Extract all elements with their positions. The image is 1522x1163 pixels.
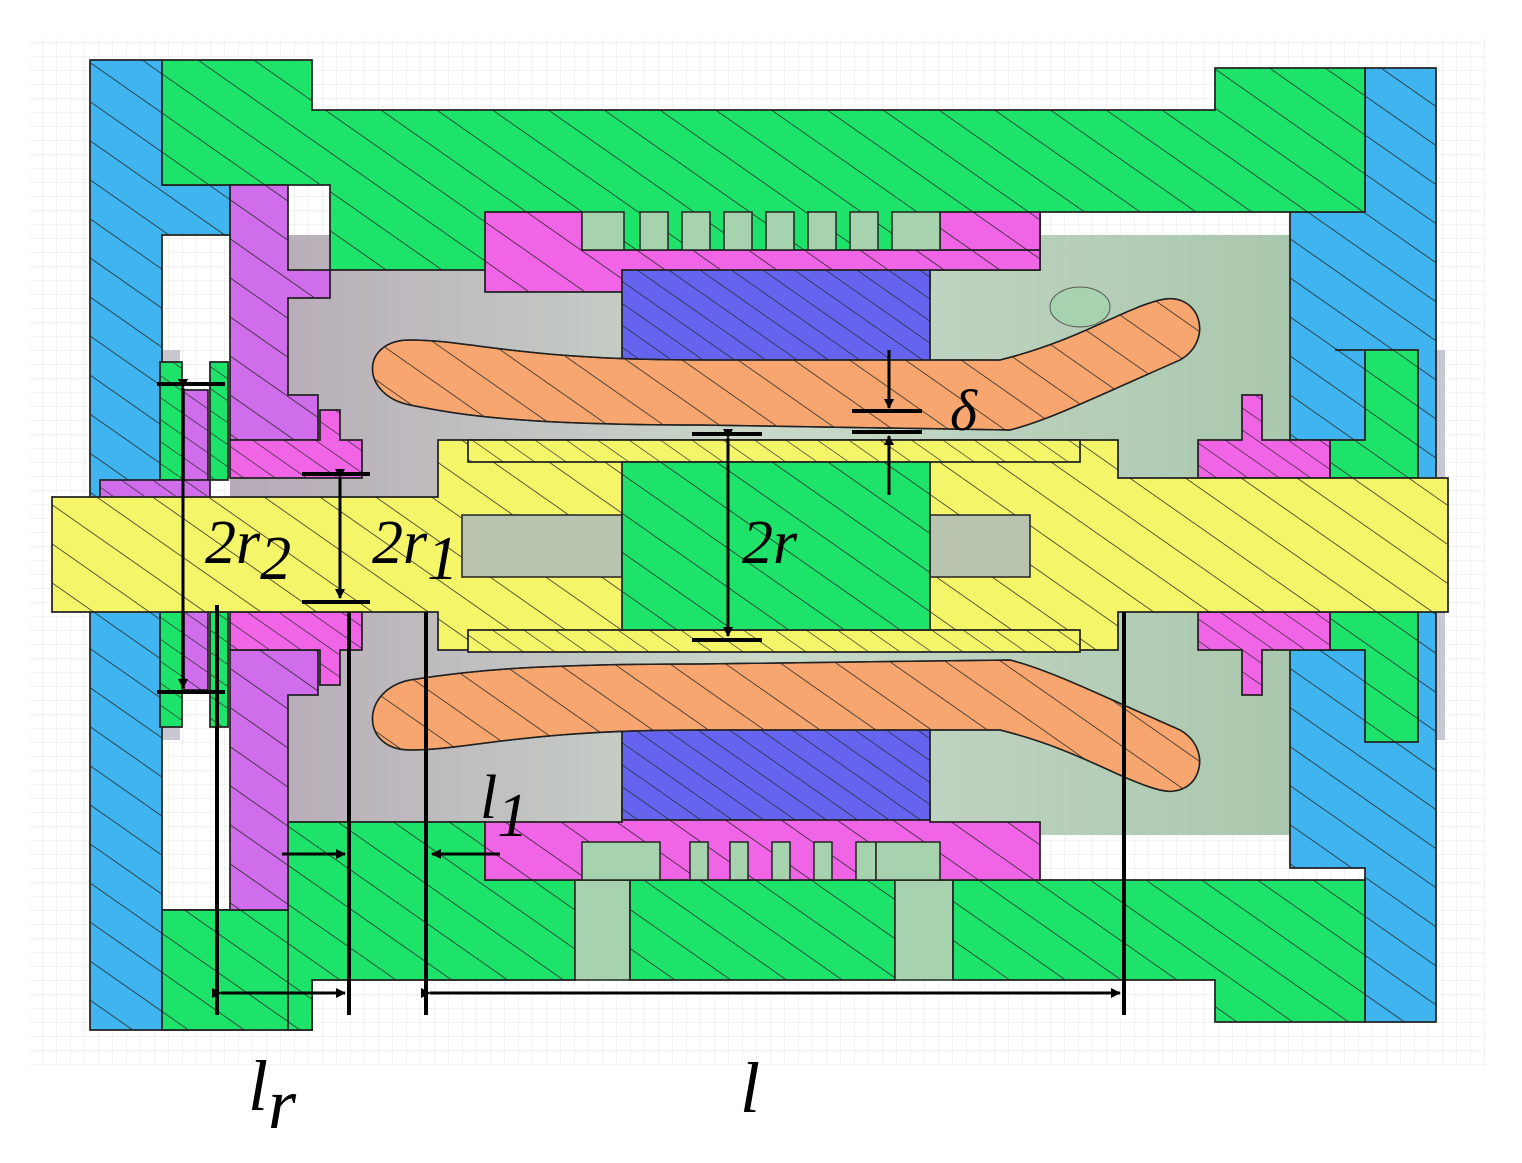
label-lr: lr [248,1046,297,1144]
center-magnet [621,461,931,631]
left-pink-seal [229,409,363,686]
label-2r: 2r [742,509,798,577]
top-spring [371,297,1201,431]
label-2r1: 2r1 [372,509,458,593]
bottom-teeth [581,841,941,881]
label-delta: δ [950,378,978,443]
label-2r2: 2r2 [205,509,291,593]
housing-top [161,59,1366,271]
top-teeth [581,211,941,251]
bottom-coil [621,727,931,821]
label-l: l [740,1048,760,1128]
housing-bottom [161,821,1366,1031]
bottom-spring [371,659,1201,793]
top-coil [621,269,931,363]
dimension-lines [157,350,1126,1015]
dimension-labels: 2r2 2r1 2r δ l1 lr l [205,378,978,1144]
label-l1: l1 [480,764,528,850]
right-green-bearing [1329,349,1419,743]
